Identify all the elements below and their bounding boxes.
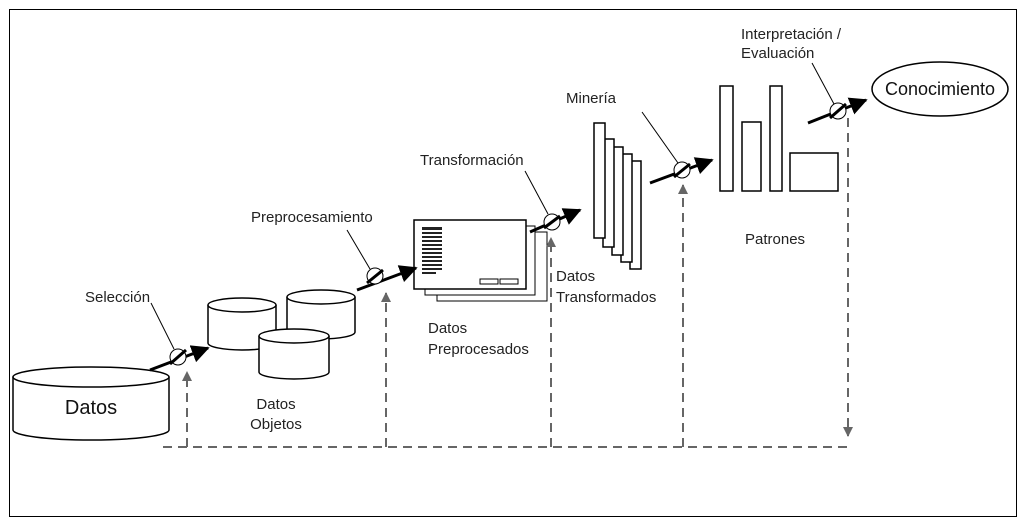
datos-transformados-stack: [593, 122, 642, 270]
flow-arrows: [149, 97, 868, 372]
label-connectors: [150, 62, 835, 350]
datos-objetos-label-1: Datos: [256, 396, 295, 413]
conocimiento-label: Conocimiento: [885, 79, 995, 99]
step-mineria-label: Minería: [566, 90, 617, 107]
datos-preprocesados-sheets: [413, 219, 548, 302]
datos-transformados-label-1: Datos: [556, 268, 595, 285]
step-transformacion-label: Transformación: [420, 152, 524, 169]
conocimiento-node: Conocimiento: [871, 61, 1009, 117]
patrones-label: Patrones: [745, 231, 805, 248]
datos-preprocesados-label-1: Datos: [428, 320, 467, 337]
datos-objetos-label-2: Objetos: [250, 416, 302, 433]
datos-transformados-label-2: Transformados: [556, 289, 656, 306]
datos-objetos-cylinders: [207, 289, 356, 380]
datos-cylinder: Datos: [12, 366, 170, 441]
step-seleccion-label: Selección: [85, 289, 150, 306]
feedback-loop: [163, 118, 853, 448]
step-preprocesamiento-label: Preprocesamiento: [251, 209, 373, 226]
arrow-preprocesamiento: [356, 265, 418, 292]
step-interpretacion-label-1: Interpretación /: [741, 26, 842, 43]
datos-preprocesados-label-2: Preprocesados: [428, 341, 529, 358]
patrones-bars: [719, 85, 839, 192]
datos-label: Datos: [65, 397, 117, 419]
step-interpretacion-label-2: Evaluación: [741, 45, 814, 62]
